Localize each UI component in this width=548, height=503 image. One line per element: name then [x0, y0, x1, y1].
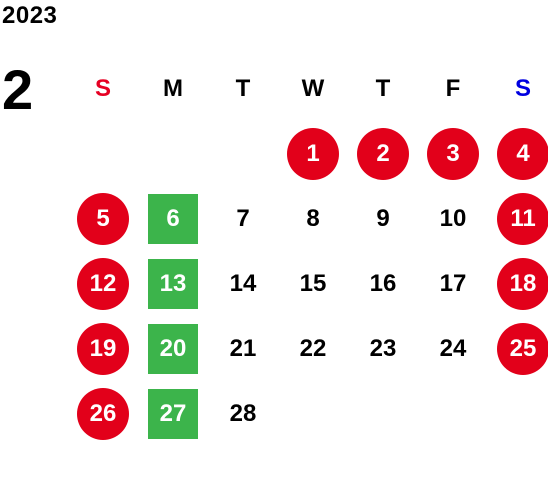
empty-cell [138, 121, 208, 186]
holiday-day: 26 [77, 387, 129, 440]
day-cell: 5 [68, 186, 138, 251]
weekday-fri: F [445, 74, 461, 102]
weekday-sat: S [514, 74, 531, 102]
day-cell: 3 [418, 121, 488, 186]
day-cell: 8 [278, 186, 348, 251]
holiday-day: 19 [77, 322, 129, 375]
day-cell: 4 [488, 121, 548, 186]
weekday-sun: S [94, 74, 111, 102]
day-cell: 16 [348, 251, 418, 316]
day-cell: 20 [138, 316, 208, 381]
month-label: 2 [2, 58, 34, 121]
day-cell: 22 [278, 316, 348, 381]
day-cell: 10 [418, 186, 488, 251]
day-number: 9 [376, 204, 390, 232]
day-number: 8 [306, 204, 320, 232]
day-number: 15 [299, 269, 327, 297]
day-cell: 14 [208, 251, 278, 316]
day-cell: 27 [138, 381, 208, 446]
day-number: 28 [229, 399, 257, 427]
holiday-day: 18 [497, 257, 548, 310]
day-cell: 13 [138, 251, 208, 316]
empty-cell [208, 121, 278, 186]
year-label: 2023 [2, 2, 58, 29]
day-cell: 11 [488, 186, 548, 251]
day-cell: 21 [208, 316, 278, 381]
day-number: 17 [439, 269, 467, 297]
weekday-wed: W [301, 74, 325, 102]
day-cell: 6 [138, 186, 208, 251]
day-cell: 1 [278, 121, 348, 186]
holiday-day: 4 [497, 127, 548, 180]
closed-day: 6 [148, 193, 198, 244]
day-cell: 28 [208, 381, 278, 446]
day-cell: 23 [348, 316, 418, 381]
day-number: 7 [236, 204, 250, 232]
day-cell: 9 [348, 186, 418, 251]
day-cell: 12 [68, 251, 138, 316]
day-cell: 25 [488, 316, 548, 381]
holiday-day: 12 [77, 257, 129, 310]
closed-day: 20 [148, 323, 198, 374]
day-cell: 17 [418, 251, 488, 316]
holiday-day: 5 [77, 192, 129, 245]
day-cell: 18 [488, 251, 548, 316]
day-number: 22 [299, 334, 327, 362]
closed-day: 27 [148, 388, 198, 439]
day-number: 16 [369, 269, 397, 297]
day-cell: 7 [208, 186, 278, 251]
day-number: 24 [439, 334, 467, 362]
day-number: 21 [229, 334, 257, 362]
day-cell: 26 [68, 381, 138, 446]
holiday-day: 3 [427, 127, 479, 180]
day-number: 23 [369, 334, 397, 362]
day-cell: 19 [68, 316, 138, 381]
weekday-thu: T [375, 74, 391, 102]
empty-cell [68, 121, 138, 186]
holiday-day: 2 [357, 127, 409, 180]
day-number: 14 [229, 269, 257, 297]
day-cell: 2 [348, 121, 418, 186]
weekday-tue: T [235, 74, 251, 102]
weekday-mon: M [163, 74, 183, 102]
holiday-day: 11 [497, 192, 548, 245]
day-cell: 15 [278, 251, 348, 316]
holiday-day: 1 [287, 127, 339, 180]
holiday-day: 25 [497, 322, 548, 375]
closed-day: 13 [148, 258, 198, 309]
day-cell: 24 [418, 316, 488, 381]
day-number: 10 [439, 204, 467, 232]
